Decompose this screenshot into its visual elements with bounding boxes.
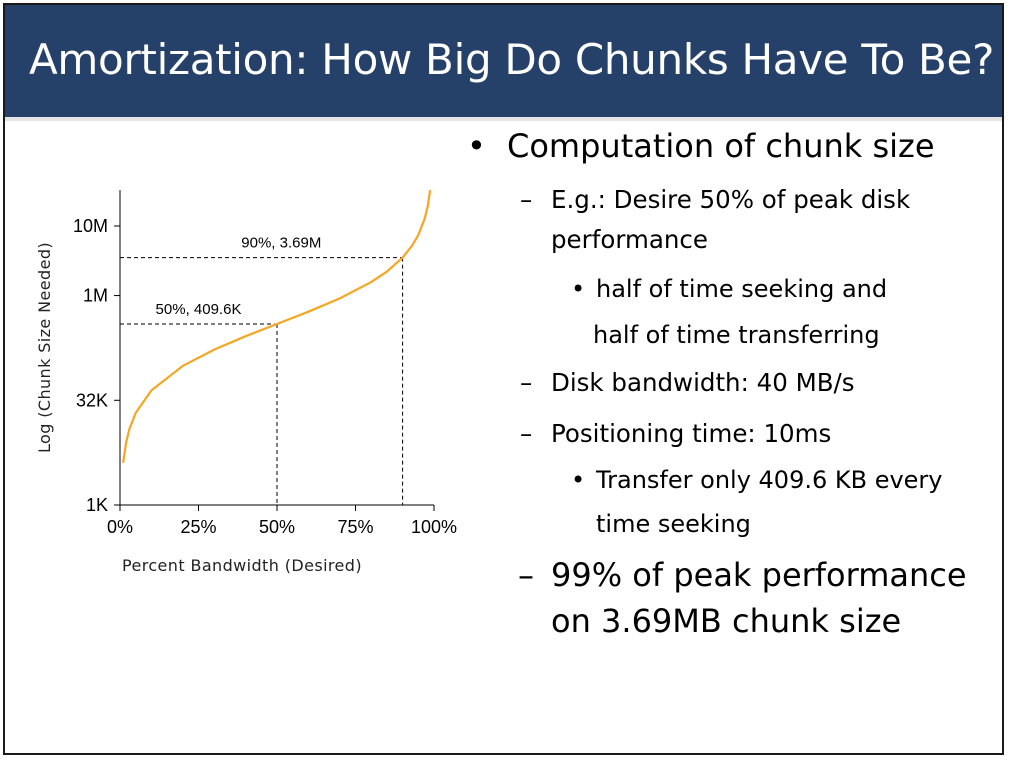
bullet-main: Computation of chunk size [507, 127, 935, 165]
chunk-size-chart: 0% 25% 50% 75% 100% 1K 32K 1M 10M Percent Bandwid… [35, 190, 457, 575]
bullet-bandwidth: Disk bandwidth: 40 MB/s [551, 368, 855, 397]
y-tick-label: 10M [73, 216, 108, 236]
x-axis-label: Percent Bandwidth (Desired) [122, 556, 362, 575]
bullet-goal-line2: performance [551, 225, 708, 254]
y-tick-label: 32K [76, 390, 108, 410]
slide-title: Amortization: How Big Do Chunks Have To … [29, 35, 995, 84]
x-tick-label: 50% [259, 517, 295, 537]
x-tick-label: 75% [337, 517, 373, 537]
bullet-transfer-line2: time seeking [596, 510, 751, 538]
bullet-dash: – [520, 185, 533, 214]
y-axis-label: Log (Chunk Size Needed) [35, 242, 54, 453]
bullet-dot: • [571, 466, 586, 494]
bullet-peak-line2: on 3.69MB chunk size [551, 602, 902, 640]
bullet-seek-line2: half of time transferring [593, 321, 880, 349]
y-tick-label: 1K [86, 495, 108, 515]
title-divider [5, 117, 1002, 121]
chunk-size-curve [122, 190, 432, 463]
bullet-dot: • [467, 127, 486, 165]
x-tick-label: 25% [180, 517, 216, 537]
bullet-dot: • [571, 275, 586, 303]
x-tick-label: 100% [411, 517, 457, 537]
bullet-dash: – [520, 419, 533, 448]
bullet-dash: – [518, 556, 534, 594]
annotation-label: 50%, 409.6K [156, 301, 242, 318]
slide: Amortization: How Big Do Chunks Have To … [3, 3, 1004, 755]
bullet-dash: – [520, 368, 533, 397]
bullet-goal-line1: E.g.: Desire 50% of peak disk [551, 185, 911, 214]
bullet-positioning: Positioning time: 10ms [551, 419, 832, 448]
bullet-peak-line1: 99% of peak performance [551, 556, 967, 594]
x-tick-label: 0% [107, 517, 133, 537]
bullet-seek-line1: half of time seeking and [596, 275, 888, 303]
annotation-label: 90%, 3.69M [241, 235, 321, 252]
title-bar: Amortization: How Big Do Chunks Have To … [5, 5, 1002, 117]
y-tick-label: 1M [83, 286, 108, 306]
bullet-transfer-line1: Transfer only 409.6 KB every [596, 466, 943, 494]
